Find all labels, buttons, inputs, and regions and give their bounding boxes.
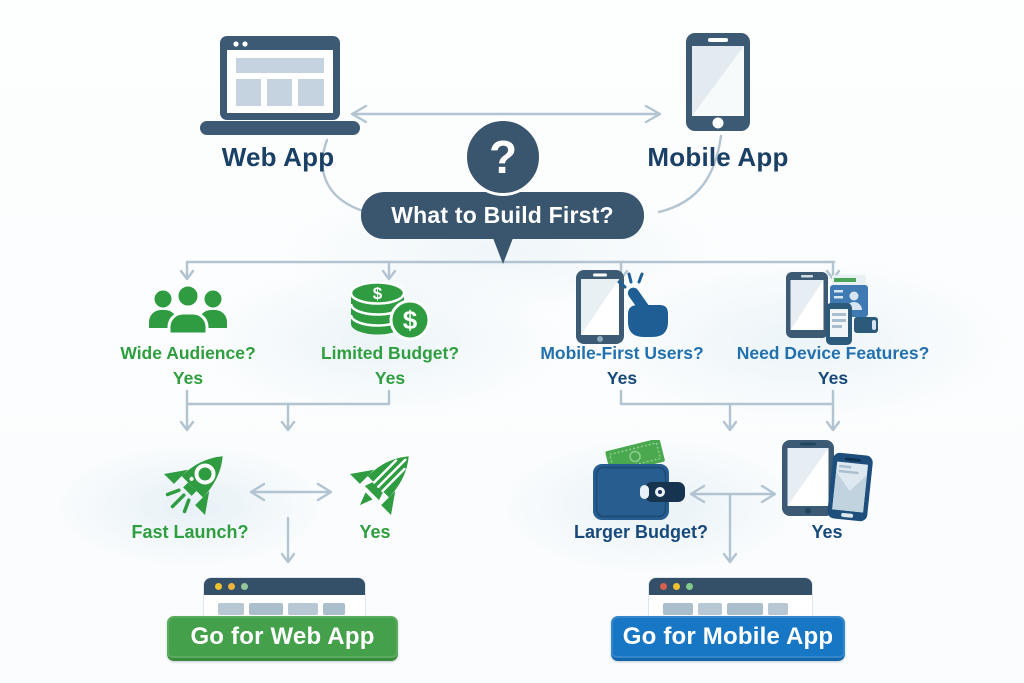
- mobile-path-answer: Yes: [811, 522, 843, 542]
- window-dot-icon: [215, 583, 222, 590]
- browser-titlebar: [649, 578, 812, 595]
- svg-text:$: $: [373, 284, 383, 303]
- window-dot-icon: [241, 583, 248, 590]
- branch-answer-limited-budget: Yes: [374, 368, 406, 388]
- go-for-mobile-app-button[interactable]: Go for Mobile App: [611, 616, 845, 661]
- device-features-icon: [786, 272, 881, 346]
- web-path-question: Fast Launch?: [131, 522, 249, 542]
- window-dot-icon: [228, 583, 235, 590]
- two-phones-icon: [780, 438, 876, 526]
- web-path-answer: Yes: [359, 522, 391, 542]
- svg-text:$: $: [403, 305, 418, 335]
- laptop-browser-icon: [200, 36, 360, 136]
- phone-tap-icon: [576, 268, 668, 348]
- window-dot-icon: [686, 583, 693, 590]
- branch-question-mobile-first: Mobile-First Users?: [540, 343, 704, 363]
- smartphone-icon: [686, 33, 750, 131]
- go-for-web-app-button[interactable]: Go for Web App: [167, 616, 398, 661]
- wallet-money-icon: [593, 440, 689, 524]
- go-for-web-app-label: Go for Web App: [190, 623, 375, 650]
- branch-answer-wide-audience: Yes: [172, 368, 204, 388]
- window-dot-icon: [660, 583, 667, 590]
- mobile-app-label: Mobile App: [647, 142, 789, 172]
- branch-answer-mobile-first: Yes: [606, 368, 638, 388]
- web-app-label: Web App: [221, 142, 335, 172]
- decision-title-pill: What to Build First?: [361, 192, 644, 239]
- pill-tail: [493, 238, 513, 264]
- question-mark-badge: ?: [464, 118, 542, 196]
- question-mark: ?: [488, 131, 518, 183]
- audience-people-icon: [148, 283, 228, 341]
- browser-titlebar: [204, 578, 365, 595]
- rocket-window-icon: [146, 440, 241, 532]
- decision-title: What to Build First?: [391, 202, 614, 228]
- mobile-path-question: Larger Budget?: [573, 522, 708, 542]
- branch-answer-device-features: Yes: [817, 368, 849, 388]
- window-dot-icon: [673, 583, 680, 590]
- browser-content: [649, 595, 812, 615]
- browser-content: [204, 595, 365, 615]
- go-for-mobile-app-label: Go for Mobile App: [622, 623, 834, 650]
- branch-question-device-features: Need Device Features?: [736, 343, 930, 363]
- rocket-striped-icon: [332, 440, 427, 532]
- coins-dollar-icon: $ $: [348, 278, 432, 342]
- branch-question-wide-audience: Wide Audience?: [120, 343, 256, 363]
- branch-question-limited-budget: Limited Budget?: [320, 343, 460, 363]
